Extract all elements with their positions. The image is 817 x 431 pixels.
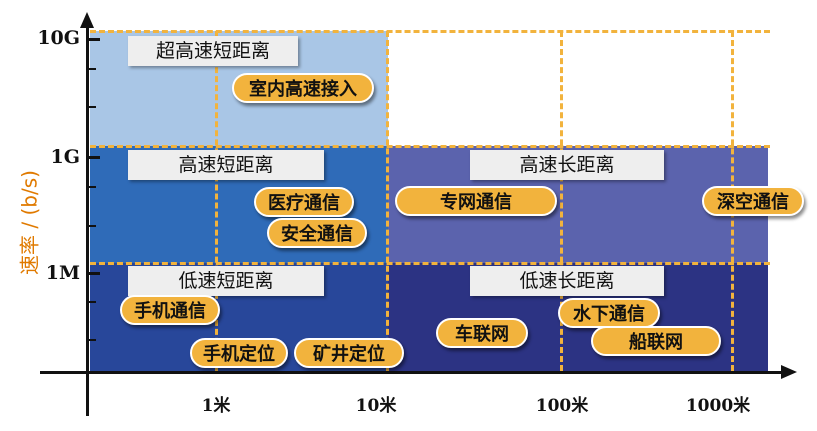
guide-line-10m-distance: [386, 31, 389, 371]
guide-line-1g: [90, 145, 770, 148]
x-axis: [40, 371, 785, 374]
app-pill: 手机通信: [120, 295, 220, 325]
x-tick-label: 1米: [201, 396, 231, 416]
region-title: 低速长距离: [470, 266, 664, 296]
app-pill: 专网通信: [395, 186, 557, 216]
app-pill: 室内高速接入: [232, 73, 374, 103]
guide-line-100m-distance: [560, 31, 563, 371]
app-pill: 水下通信: [558, 298, 660, 328]
y-tick-label: 1G: [50, 146, 80, 168]
app-pill: 矿井定位: [294, 338, 404, 368]
x-axis-arrow: [781, 365, 797, 379]
y-tick-10g: [88, 38, 100, 41]
app-pill: 手机定位: [190, 338, 288, 368]
region-title: 超高速短距离: [128, 36, 298, 66]
app-pill: 车联网: [436, 318, 528, 348]
y-minor-tick: [88, 339, 96, 341]
y-minor-tick: [88, 68, 96, 70]
x-tick-label: 100米: [535, 396, 589, 416]
y-minor-tick: [88, 106, 96, 108]
y-minor-tick: [88, 301, 96, 303]
y-minor-tick: [88, 186, 96, 188]
app-pill: 安全通信: [267, 218, 367, 248]
y-minor-tick: [88, 225, 96, 227]
app-pill: 医疗通信: [254, 187, 354, 217]
guide-line-1m: [90, 262, 770, 265]
region-title: 高速长距离: [470, 150, 664, 180]
guide-line-1m-distance: [215, 31, 218, 371]
app-pill: 深空通信: [702, 186, 804, 216]
x-tick-label: 1000米: [685, 396, 751, 416]
x-tick-label: 10米: [355, 396, 397, 416]
guide-line-10g: [90, 30, 770, 33]
region-title: 低速短距离: [128, 266, 324, 296]
y-tick-1g: [88, 156, 100, 159]
region-title: 高速短距离: [128, 150, 324, 180]
y-axis: [86, 26, 89, 416]
y-tick-label: 1M: [45, 262, 80, 284]
y-tick-label: 10G: [37, 27, 80, 49]
y-axis-title: 速率 / (b/s): [17, 170, 42, 275]
app-pill: 船联网: [591, 326, 721, 356]
y-axis-arrow: [80, 12, 94, 28]
y-tick-1m: [88, 272, 100, 275]
